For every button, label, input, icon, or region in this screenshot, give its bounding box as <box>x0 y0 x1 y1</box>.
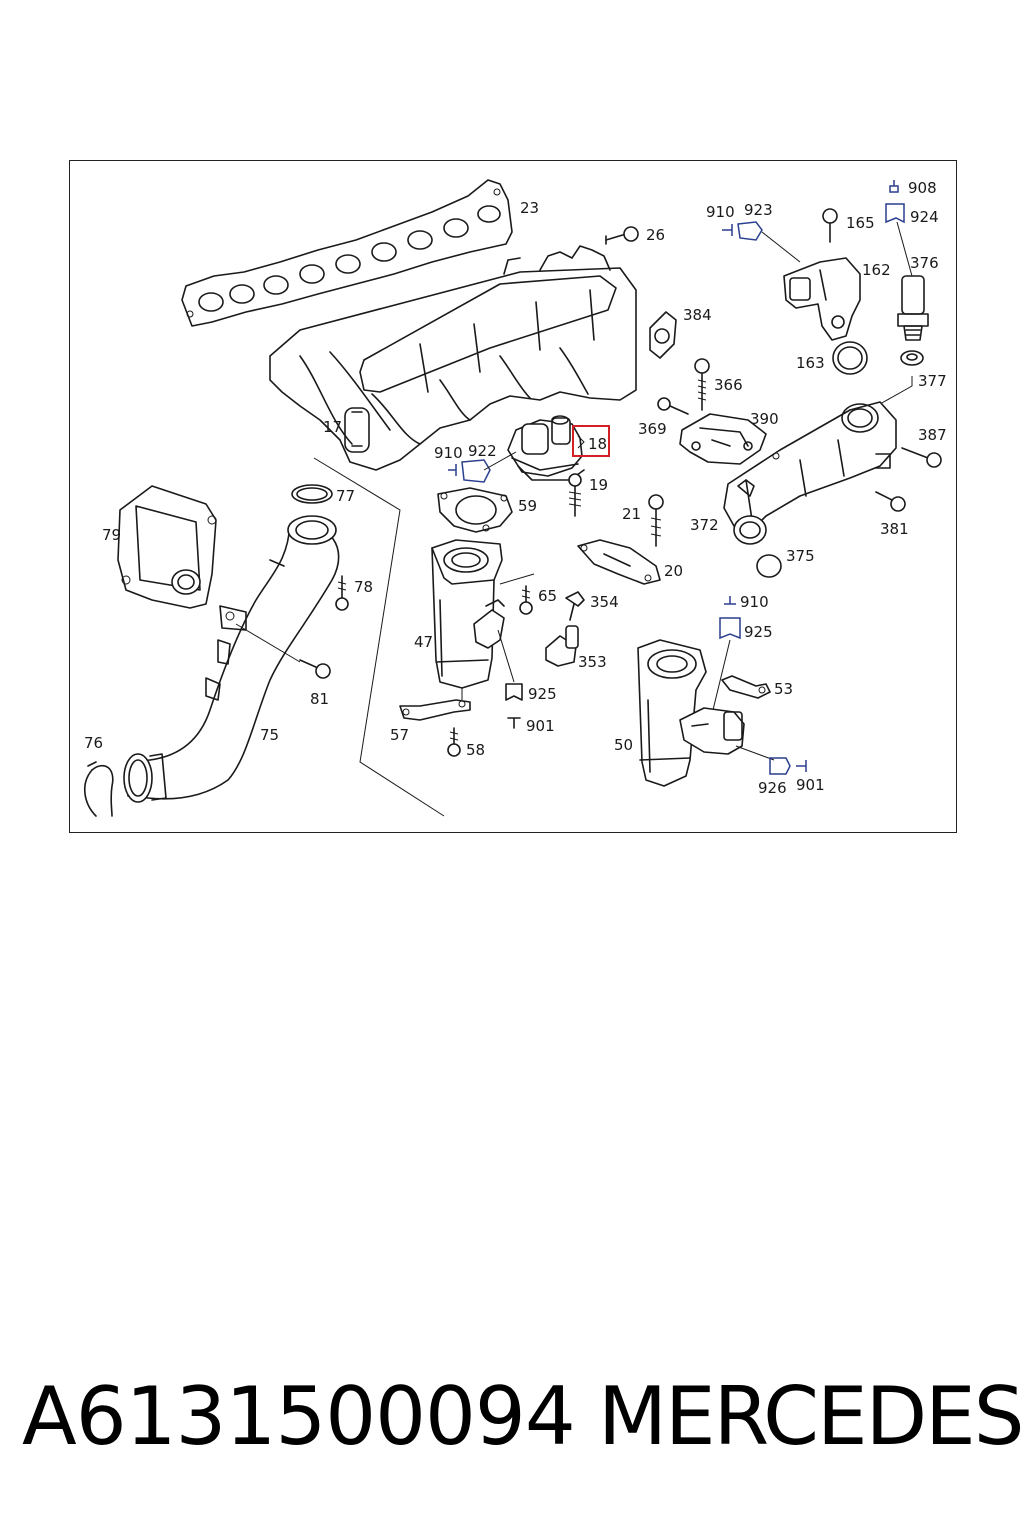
callout-21: 21 <box>622 505 641 523</box>
connector-910-925-c[interactable] <box>711 596 741 715</box>
callout-163: 163 <box>796 354 825 372</box>
connector-925-901-a[interactable] <box>497 629 523 729</box>
callout-384: 384 <box>683 306 712 324</box>
callout-901-b: 901 <box>796 776 825 794</box>
part-number: A6131500094 <box>22 1370 576 1463</box>
callout-78: 78 <box>354 578 373 596</box>
callout-910-c: 910 <box>740 593 769 611</box>
callout-381: 381 <box>880 520 909 538</box>
part-369-bolt[interactable] <box>657 397 689 415</box>
callout-26: 26 <box>646 226 665 244</box>
callout-18: 18 <box>588 435 607 453</box>
part-58-bolt[interactable] <box>447 727 461 757</box>
part-377-washer[interactable] <box>879 350 924 405</box>
footer-caption: A6131500094 MERCEDES <box>0 1370 1024 1470</box>
callout-369: 369 <box>638 420 667 438</box>
callout-57: 57 <box>390 726 409 744</box>
part-384-gasket[interactable] <box>649 311 677 359</box>
callout-53: 53 <box>774 680 793 698</box>
callout-58: 58 <box>466 741 485 759</box>
connector-908-924[interactable] <box>885 180 913 277</box>
part-387-bolt[interactable] <box>901 447 942 468</box>
callout-366: 366 <box>714 376 743 394</box>
callout-81: 81 <box>310 690 329 708</box>
connector-910-923[interactable] <box>722 221 801 263</box>
part-78-bolt[interactable] <box>335 575 349 611</box>
callout-59: 59 <box>518 497 537 515</box>
part-18-egr-valve[interactable] <box>507 415 585 481</box>
callout-908: 908 <box>908 179 937 197</box>
callout-76: 76 <box>84 734 103 752</box>
highlight-box-18 <box>572 425 610 457</box>
callout-901-a: 901 <box>526 717 555 735</box>
callout-65: 65 <box>538 587 557 605</box>
brand-name: MERCEDES <box>598 1370 1024 1463</box>
part-163-seal-ring[interactable] <box>832 341 868 375</box>
part-21-bolt[interactable] <box>648 494 664 547</box>
callout-20: 20 <box>664 562 683 580</box>
part-165-bolt[interactable] <box>822 208 838 243</box>
part-26-bolt[interactable] <box>605 226 639 245</box>
callout-377: 377 <box>918 372 947 390</box>
callout-162: 162 <box>862 261 891 279</box>
callout-923: 923 <box>744 201 773 219</box>
part-59-gasket[interactable] <box>437 487 513 533</box>
part-50-throttle-body[interactable] <box>637 639 745 787</box>
part-65-bolt[interactable] <box>519 585 533 615</box>
callout-910-b: 910 <box>434 444 463 462</box>
part-372-cooler-tube[interactable] <box>723 401 897 545</box>
part-79-cover[interactable] <box>117 485 217 609</box>
part-53-bracket[interactable] <box>721 675 771 699</box>
part-162-sensor[interactable] <box>783 257 861 341</box>
part-376-pressure-sensor[interactable] <box>897 275 929 341</box>
part-81-bolt[interactable] <box>235 623 331 679</box>
part-19-bolt[interactable] <box>568 473 582 517</box>
part-77-o-ring[interactable] <box>291 484 333 504</box>
part-390-bracket[interactable] <box>679 413 767 465</box>
part-20-gasket[interactable] <box>577 539 661 585</box>
connector-910-922[interactable] <box>448 451 517 483</box>
callout-17: 17 <box>323 418 342 436</box>
connector-18-icon <box>577 435 585 449</box>
part-17-intake-manifold[interactable] <box>269 245 637 471</box>
part-381-bolt[interactable] <box>875 491 906 512</box>
connector-926-901-b[interactable] <box>735 745 807 775</box>
assembly-bracket-lines <box>313 457 535 817</box>
callout-75: 75 <box>260 726 279 744</box>
callout-354: 354 <box>590 593 619 611</box>
callout-19: 19 <box>589 476 608 494</box>
callout-375: 375 <box>786 547 815 565</box>
callout-23: 23 <box>520 199 539 217</box>
callout-925-a: 925 <box>744 623 773 641</box>
part-76-clamp[interactable] <box>84 761 114 817</box>
callout-50: 50 <box>614 736 633 754</box>
callout-910-a: 910 <box>706 203 735 221</box>
callout-926: 926 <box>758 779 787 797</box>
callout-353: 353 <box>578 653 607 671</box>
callout-387: 387 <box>918 426 947 444</box>
callout-77: 77 <box>336 487 355 505</box>
callout-165: 165 <box>846 214 875 232</box>
callout-79: 79 <box>102 526 121 544</box>
callout-372: 372 <box>690 516 719 534</box>
part-47-throttle-pipe[interactable] <box>431 539 505 689</box>
callout-390: 390 <box>750 410 779 428</box>
part-75-charge-air-pipe[interactable] <box>123 515 340 803</box>
callout-924: 924 <box>910 208 939 226</box>
callout-922: 922 <box>468 442 497 460</box>
part-57-bracket[interactable] <box>399 688 471 721</box>
part-375-o-ring[interactable] <box>756 554 782 578</box>
part-366-bolt[interactable] <box>694 358 710 411</box>
part-354-bolt[interactable] <box>565 591 585 621</box>
callout-47: 47 <box>414 633 433 651</box>
part-353-sensor[interactable] <box>545 625 579 667</box>
callout-376: 376 <box>910 254 939 272</box>
part-23-manifold-gasket[interactable] <box>181 179 513 327</box>
callout-925-b: 925 <box>528 685 557 703</box>
